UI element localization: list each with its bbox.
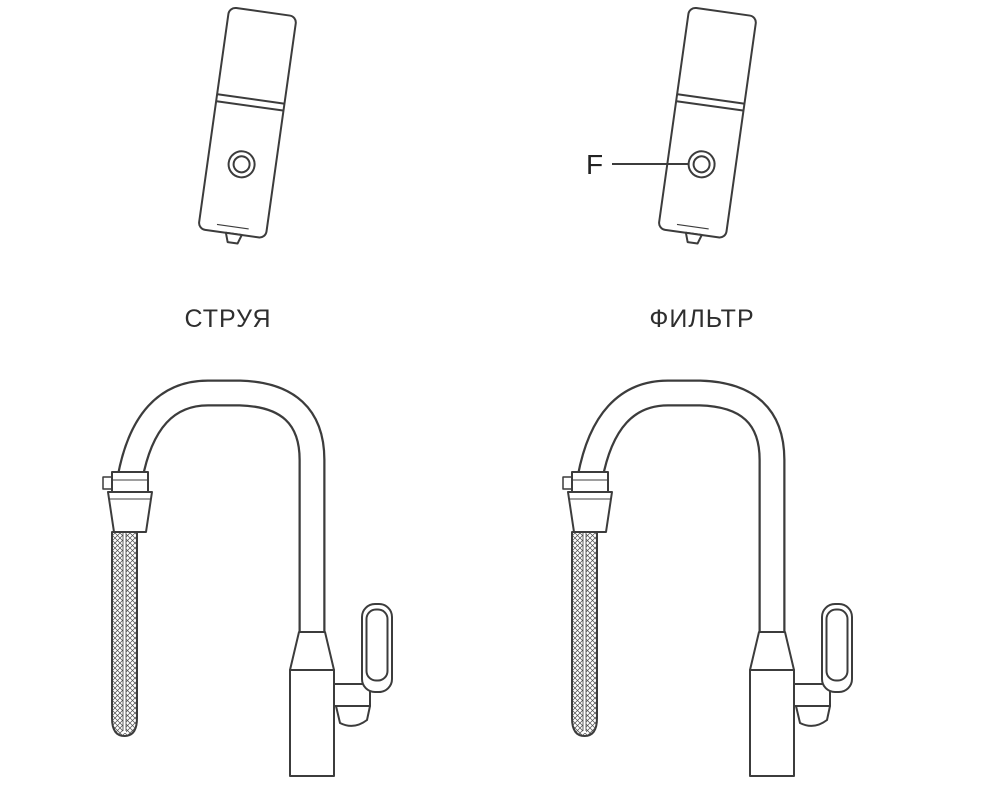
faucet-stream-drawing	[103, 393, 392, 776]
caption-stream-mode: СТРУЯ	[184, 305, 272, 333]
spray-head-filter-drawing	[655, 6, 758, 249]
spray-head-stream-drawing	[195, 6, 298, 249]
filter-callout-label: F	[586, 149, 604, 180]
faucet-filter-drawing	[563, 393, 852, 776]
line-art-root	[103, 6, 852, 776]
caption-filter-mode: ФИЛЬТР	[649, 305, 755, 333]
